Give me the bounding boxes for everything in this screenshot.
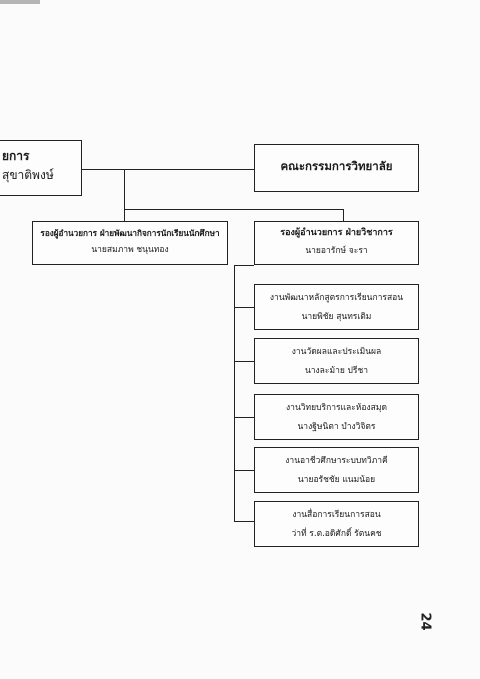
unit-head-name: นายอรัชชัย แนมน้อย xyxy=(297,474,376,485)
unit-head-name: นางฐิษนิตา บำงวิจิตร xyxy=(297,421,376,432)
vice-student-affairs-box: รองผู้อำนวยการ ฝ่ายพัฒนากิจการนักเรียนนั… xyxy=(32,221,228,265)
drop-academic xyxy=(343,209,345,221)
unit-head-name: นางละม้าย ปรีชา xyxy=(304,365,369,376)
top-connector xyxy=(82,169,254,171)
unit-box-instructional-media: งานสื่อการเรียนการสอน ว่าที่ ร.ต.อดิศักด… xyxy=(254,501,419,547)
scan-artifact xyxy=(0,0,40,4)
unit-head-name: ว่าที่ ร.ต.อดิศักดิ์ รัตนคช xyxy=(291,528,382,539)
director-box: ยการ สุขาติพงษ์ xyxy=(0,140,82,196)
units-spine xyxy=(234,265,236,521)
unit-box-library: งานวิทยบริการและห้องสมุด นางฐิษนิตา บำงว… xyxy=(254,394,419,440)
units-spine-top xyxy=(234,265,254,267)
drop-student-affairs xyxy=(124,209,126,221)
unit-connector xyxy=(234,470,254,472)
trunk-connector xyxy=(124,169,126,209)
vice-student-affairs-title: รองผู้อำนวยการ ฝ่ายพัฒนากิจการนักเรียนนั… xyxy=(40,228,220,238)
unit-head-name: นายพิชัย สุนทรเติม xyxy=(301,311,372,322)
vice-student-affairs-name: นายสมภาพ ชนุนทอง xyxy=(91,245,169,256)
unit-title: งานวิทยบริการและห้องสมุด xyxy=(286,403,387,413)
page-number: 24 xyxy=(417,612,433,631)
unit-title: งานพัฒนาหลักสูตรการเรียนการสอน xyxy=(269,293,404,303)
vice-academic-box: รองผู้อำนวยการ ฝ่ายวิชาการ นายอารักษ์ จะ… xyxy=(254,221,419,265)
vice-academic-title: รองผู้อำนวยการ ฝ่ายวิชาการ xyxy=(280,228,393,238)
unit-connector xyxy=(234,521,254,523)
unit-box-dual-vocational: งานอาชีวศึกษาระบบทวิภาคี นายอรัชชัย แนมน… xyxy=(254,447,419,493)
unit-title: งานสื่อการเรียนการสอน xyxy=(292,510,381,520)
unit-title: งานอาชีวศึกษาระบบทวิภาคี xyxy=(285,456,388,466)
committee-box: คณะกรรมการวิทยาลัย xyxy=(254,144,419,192)
committee-label: คณะกรรมการวิทยาลัย xyxy=(280,159,393,173)
unit-connector xyxy=(234,417,254,419)
branch-bar xyxy=(124,209,344,211)
unit-title: งานวัดผลและประเมินผล xyxy=(291,347,382,357)
unit-box-assessment: งานวัดผลและประเมินผล นางละม้าย ปรีชา xyxy=(254,338,419,384)
vice-academic-name: นายอารักษ์ จะรา xyxy=(305,246,368,257)
unit-connector xyxy=(234,307,254,309)
director-title: ยการ xyxy=(2,149,30,163)
director-name: สุขาติพงษ์ xyxy=(2,168,54,182)
unit-box-curriculum: งานพัฒนาหลักสูตรการเรียนการสอน นายพิชัย … xyxy=(254,284,419,330)
unit-connector xyxy=(234,361,254,363)
